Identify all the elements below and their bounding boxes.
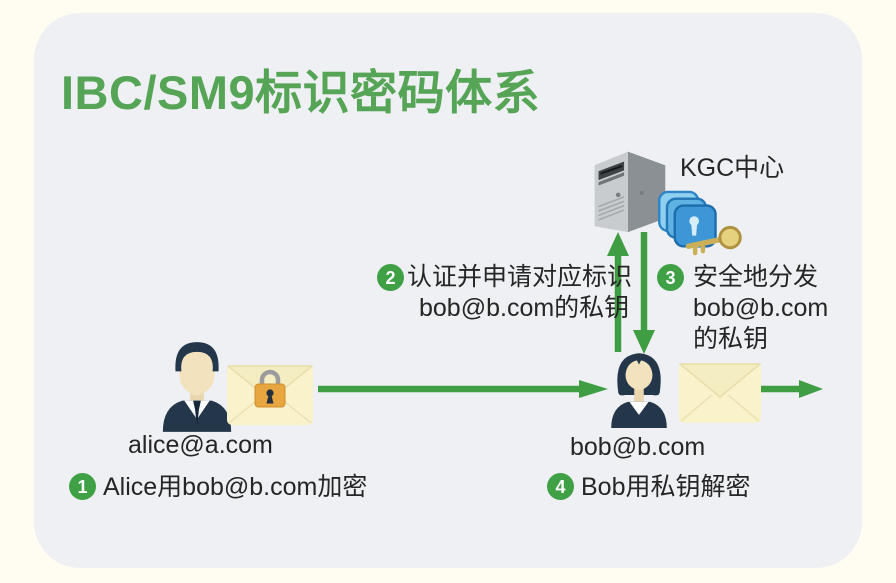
- kgc-exchange-arrows: [607, 232, 655, 354]
- diagram-card: [34, 13, 862, 568]
- step-3-line-1: 安全地分发: [693, 263, 819, 291]
- bob-label: bob@b.com: [570, 433, 706, 461]
- locked-envelope-icon: [227, 365, 313, 425]
- kgc-label: KGC中心: [680, 154, 785, 182]
- step-3-badge: 3: [657, 264, 684, 291]
- arrow-down-icon: [633, 232, 655, 354]
- step-2-badge: 2: [377, 264, 404, 291]
- step-3-line-3: 的私钥: [693, 325, 769, 353]
- step-4-badge: 4: [547, 473, 574, 500]
- padlock-icon: [254, 369, 286, 408]
- keys-stack-icon: [658, 190, 742, 256]
- step-3-line-2: bob@b.com: [693, 294, 829, 322]
- arrow-up-icon: [607, 232, 629, 352]
- arrow-right-icon: [761, 380, 823, 398]
- alice-label: alice@a.com: [128, 431, 273, 459]
- arrow-right-icon: [318, 380, 608, 398]
- page-title: IBC/SM9标识密码体系: [61, 66, 541, 119]
- step-2-line-2: bob@b.com的私钥: [419, 294, 630, 322]
- person-male-icon: [162, 342, 232, 432]
- step-4-text: Bob用私钥解密: [581, 473, 751, 501]
- step-1-badge: 1: [69, 473, 96, 500]
- step-2-line-1: 认证并申请对应标识: [407, 263, 633, 291]
- person-female-icon: [611, 353, 667, 428]
- envelope-icon: [679, 363, 761, 423]
- step-2-text: 认证并申请对应标识 bob@b.com的私钥: [407, 262, 632, 324]
- server-tower-icon: [594, 151, 666, 233]
- step-3-text: 安全地分发 bob@b.com 的私钥: [693, 262, 828, 355]
- step-1-text: Alice用bob@b.com加密: [103, 473, 368, 501]
